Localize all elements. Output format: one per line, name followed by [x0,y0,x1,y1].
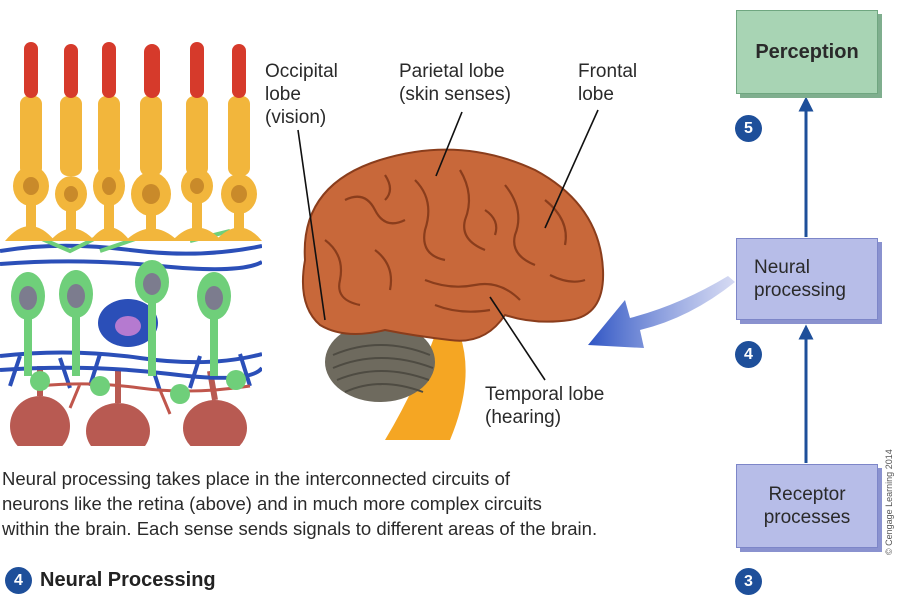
brain-illustration [301,148,605,440]
step-5-badge: 5 [735,115,762,142]
bipolar-cells [11,229,246,404]
parietal-lobe-label: Parietal lobe(skin senses) [399,61,511,105]
brain-gyri [324,169,586,313]
copyright-credit: © Cengage Learning 2014 [884,449,894,555]
step-3-badge: 3 [735,568,762,595]
step-4-badge: 4 [735,341,762,368]
section-heading: 4 Neural Processing [5,567,216,594]
brainstem [385,335,466,440]
section-title: Neural Processing [40,569,216,591]
photoreceptors [5,42,262,241]
cerebrum [301,148,605,342]
section-number-badge: 4 [5,567,32,594]
arrow-to-brain [588,276,735,348]
retina-illustration [0,42,262,446]
caption-text: Neural processing takes place in the int… [2,468,598,539]
perception-box: Perception [736,10,878,94]
cerebellum [325,322,435,402]
temporal-lobe-label: Temporal lobe(hearing) [485,384,605,428]
